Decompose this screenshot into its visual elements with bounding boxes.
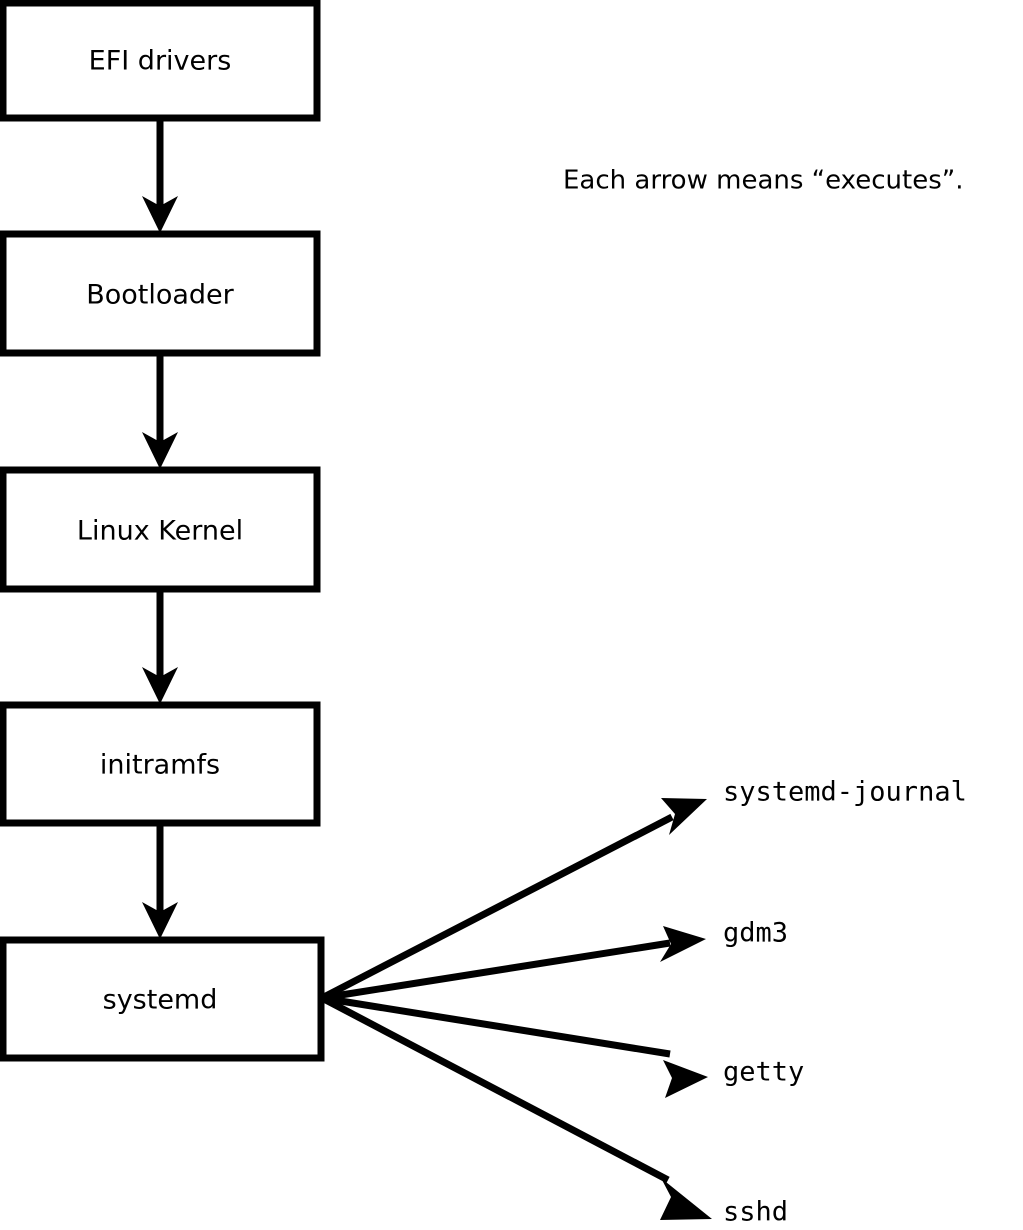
service-label-systemd-journal: systemd-journal — [723, 777, 967, 808]
service-label-gdm3: gdm3 — [723, 918, 788, 949]
diagram-caption: Each arrow means “executes”. — [563, 166, 964, 196]
edge-systemd-to-getty-arrow-icon — [321, 994, 708, 1098]
edge-kernel-to-initramfs-arrow-icon — [142, 589, 178, 704]
edge-systemd-to-gdm3-arrow-icon — [321, 926, 706, 1002]
service-labels: systemd-journal gdm3 getty sshd — [723, 777, 967, 1228]
node-linux-kernel[interactable]: Linux Kernel — [0, 466, 321, 593]
node-linux-kernel-rect[interactable] — [0, 466, 321, 593]
boot-chain-group: EFI drivers Bootloader Linux Kernel init… — [0, 0, 325, 1062]
node-initramfs[interactable]: initramfs — [0, 701, 321, 827]
node-efi-drivers[interactable]: EFI drivers — [0, 0, 321, 122]
node-bootloader[interactable]: Bootloader — [0, 230, 321, 357]
node-systemd-label: systemd — [103, 985, 218, 1016]
node-linux-kernel-label: Linux Kernel — [77, 516, 243, 547]
node-efi-drivers-label: EFI drivers — [89, 46, 232, 77]
edge-bootloader-to-kernel-arrow-icon — [142, 353, 178, 469]
service-label-sshd: sshd — [723, 1197, 788, 1228]
edge-systemd-to-systemd-journal-arrow-icon — [320, 798, 707, 1002]
edge-efi-to-bootloader-arrow-icon — [142, 118, 178, 233]
edge-initramfs-to-systemd-arrow-icon — [142, 823, 178, 939]
service-edges — [320, 798, 712, 1220]
edge-systemd-to-sshd-arrow-icon — [320, 994, 712, 1220]
node-bootloader-rect[interactable] — [0, 230, 321, 357]
boot-chain-edges — [142, 118, 178, 939]
node-initramfs-label: initramfs — [100, 750, 220, 781]
node-systemd-rect[interactable] — [0, 936, 325, 1062]
service-label-getty: getty — [723, 1057, 804, 1088]
node-systemd[interactable]: systemd — [0, 936, 325, 1062]
node-bootloader-label: Bootloader — [86, 280, 234, 311]
